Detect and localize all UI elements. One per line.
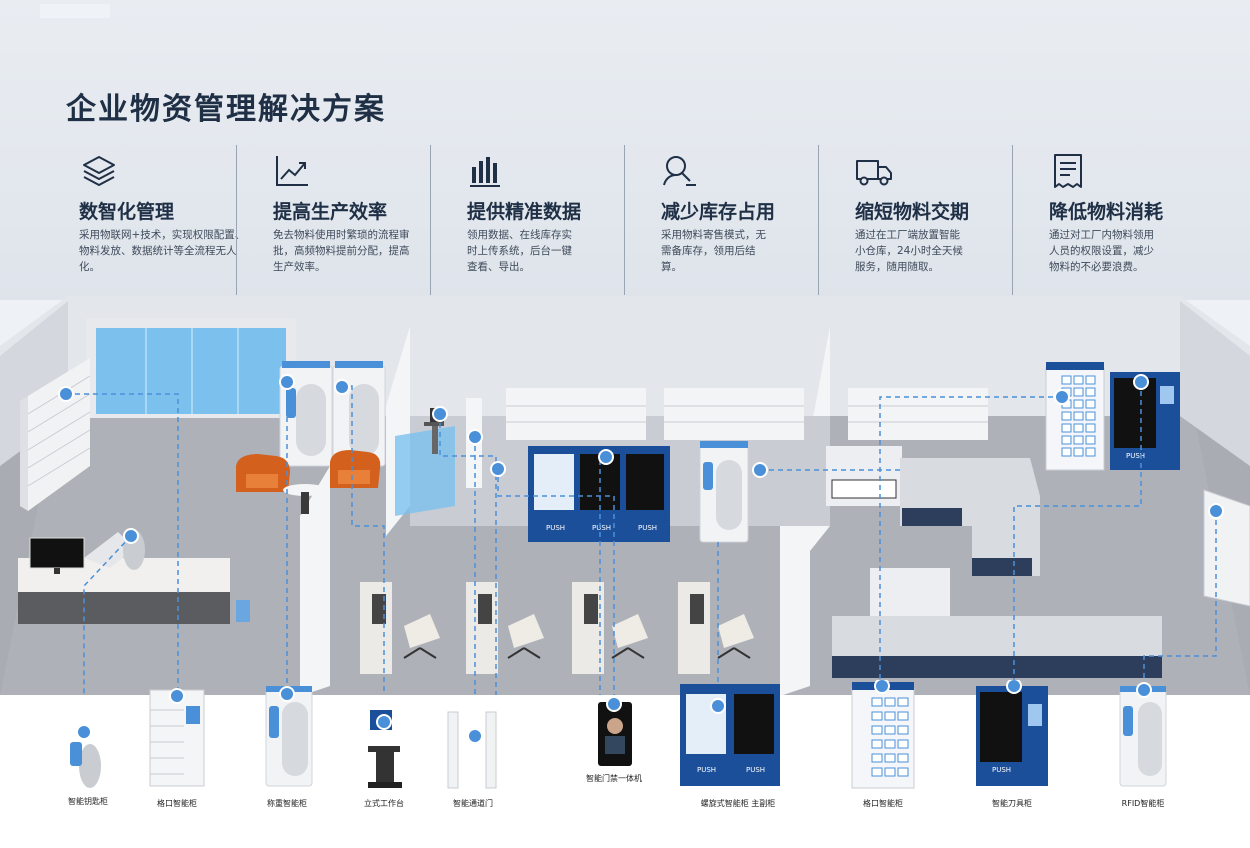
feature-title: 缩短物料交期: [855, 201, 970, 223]
push-label: PUSH: [1126, 452, 1145, 460]
divider: [624, 145, 625, 295]
lounge-weighing-cabinets: [279, 361, 386, 467]
feature-title: 提高生产效率: [273, 201, 388, 223]
workstations: [360, 582, 754, 674]
feature-desc: 领用数据、在线库存实时上传系统，后台一键查看、导出。: [467, 229, 572, 273]
divider: [236, 145, 237, 295]
product-smart-gate: [447, 711, 497, 789]
push-label: PUSH: [592, 524, 611, 532]
push-label: PUSH: [697, 766, 716, 774]
push-label: PUSH: [638, 524, 657, 532]
product-grid-locker-right: [851, 682, 915, 789]
product-label: 格口智能柜: [157, 799, 197, 808]
feature-reduce-inventory: 减少库存占用 采用物料寄售模式，无需备库存，领用后结算。: [624, 145, 818, 295]
product-spiral-cabinet: PUSH PUSH: [680, 684, 780, 786]
divider: [430, 145, 431, 295]
header-area: [0, 0, 1250, 300]
search-person-icon: [663, 156, 696, 186]
divider: [1012, 145, 1013, 295]
feature-desc: 采用物料寄售模式，无需备库存，领用后结算。: [661, 229, 766, 273]
connection-nodes: [58, 374, 1224, 544]
feature-desc: 免去物料使用时繁琐的流程审批，高频物料提前分配，提高生产效率。: [273, 229, 410, 273]
product-label: 智能门禁一体机: [586, 774, 642, 783]
push-label: PUSH: [746, 766, 765, 774]
glass-window: [86, 318, 296, 418]
push-label: PUSH: [546, 524, 565, 532]
feature-title: 减少库存占用: [661, 201, 776, 223]
push-label: PUSH: [992, 766, 1011, 774]
product-label: 立式工作台: [364, 799, 404, 808]
product-weighing-cabinet: [265, 686, 313, 787]
feature-digital-management: 数智化管理 采用物联网+技术，实现权限配置、物料发放、数据统计等全流程无人化。: [67, 145, 261, 295]
product-label: 智能刀具柜: [992, 799, 1032, 808]
product-label: 智能钥匙柜: [68, 797, 108, 806]
product-label: 智能通道门: [453, 799, 493, 808]
feature-shorten-delivery: 缩短物料交期 通过在工厂端放置智能小仓库，24小时全天候服务，随用随取。: [818, 145, 1012, 295]
product-tool-cabinet: PUSH: [976, 686, 1048, 786]
trend-chart-icon: [276, 156, 308, 186]
wall-key-cabinet: [20, 358, 91, 511]
page-title: 企业物资管理解决方案: [66, 92, 386, 127]
product-rfid-cabinet: [1119, 686, 1167, 787]
right-locker-cabinet: [1045, 362, 1105, 471]
layers-icon: [83, 156, 115, 186]
rfid-cabinet-center: [699, 441, 749, 543]
watermark: [40, 4, 110, 18]
product-label: 称重智能柜: [267, 799, 307, 808]
product-label: RFID智能柜: [1121, 799, 1165, 808]
factory-scene: PUSH PUSH PUSH: [0, 296, 1250, 696]
conveyor: [826, 446, 1162, 678]
receipt-icon: [1054, 154, 1082, 188]
feature-desc: 采用物联网+技术，实现权限配置、物料发放、数据统计等全流程无人化。: [79, 229, 246, 273]
product-key-cabinet: [70, 742, 101, 788]
product-grid-locker: [149, 689, 205, 787]
feature-desc: 通过在工厂端放置智能小仓库，24小时全天候服务，随用随取。: [855, 229, 963, 273]
armchairs: [236, 450, 381, 514]
reception-desk: [18, 530, 250, 624]
product-face-terminal: [598, 702, 632, 766]
product-label: 螺旋式智能柜 主副柜: [700, 799, 776, 808]
back-shelves: [506, 388, 988, 440]
feature-reduce-consumption: 降低物料消耗 通过对工厂内物料领用人员的权限设置，减少物料的不必要浪费。: [1012, 145, 1206, 295]
feature-title: 数智化管理: [79, 201, 175, 223]
divider: [818, 145, 819, 295]
feature-title: 提供精准数据: [467, 201, 582, 223]
product-illustrations: PUSH PUSH PUSH: [70, 680, 1167, 789]
feature-efficiency: 提高生产效率 免去物料使用时繁琐的流程审批，高频物料提前分配，提高生产效率。: [236, 145, 430, 295]
feature-precise-data: 提供精准数据 领用数据、在线库存实时上传系统，后台一键查看、导出。: [430, 145, 624, 295]
truck-icon: [856, 160, 892, 186]
product-label: 格口智能柜: [863, 799, 903, 808]
feature-desc: 通过对工厂内物料领用人员的权限设置，减少物料的不必要浪费。: [1049, 229, 1154, 273]
feature-title: 降低物料消耗: [1049, 201, 1164, 223]
bar-chart-icon: [470, 157, 500, 187]
